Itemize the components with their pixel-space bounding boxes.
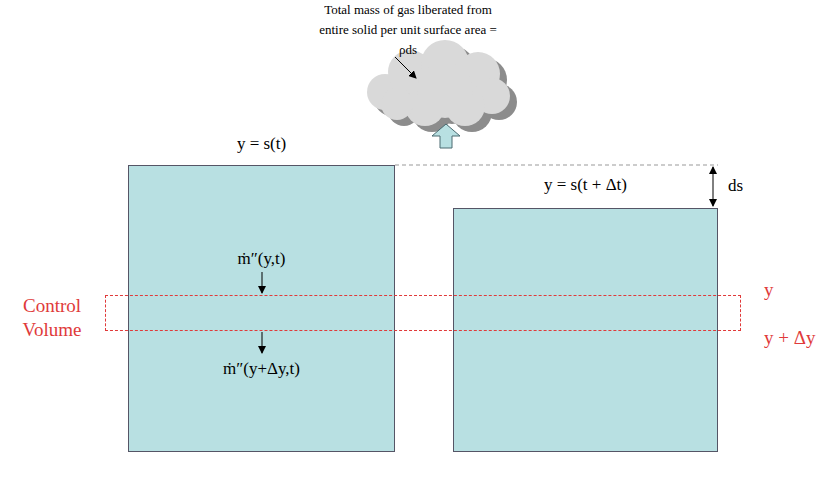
mass-flux-label: ṁ″(y,t) <box>129 249 394 269</box>
gas-cloud <box>367 40 510 126</box>
surface-position-label: y = s(t + Δt) <box>454 175 717 195</box>
solid-later-box: y = s(t + Δt) <box>453 208 718 452</box>
callout-note: Total mass of gas liberated from entire … <box>313 0 503 60</box>
mass-flux-label: ṁ″(y+Δy,t) <box>129 359 394 379</box>
surface-position-label: y = s(t) <box>129 134 394 154</box>
callout-leader <box>395 57 416 78</box>
position-label: y + Δy <box>764 327 815 349</box>
solid-initial-box: y = s(t)ṁ″(y,t)ṁ″(y+Δy,t) <box>128 165 395 452</box>
control-volume-band: Control Volume <box>105 295 741 331</box>
gas-cloud-shadow <box>374 46 517 132</box>
release-block-arrow <box>432 124 460 148</box>
ds-dimension-arrow <box>713 167 714 206</box>
control-volume-label: Control Volume <box>6 294 98 342</box>
dimension-label: ds <box>728 176 743 196</box>
original-surface-dashed-line <box>395 165 718 166</box>
position-label: y <box>764 279 774 301</box>
